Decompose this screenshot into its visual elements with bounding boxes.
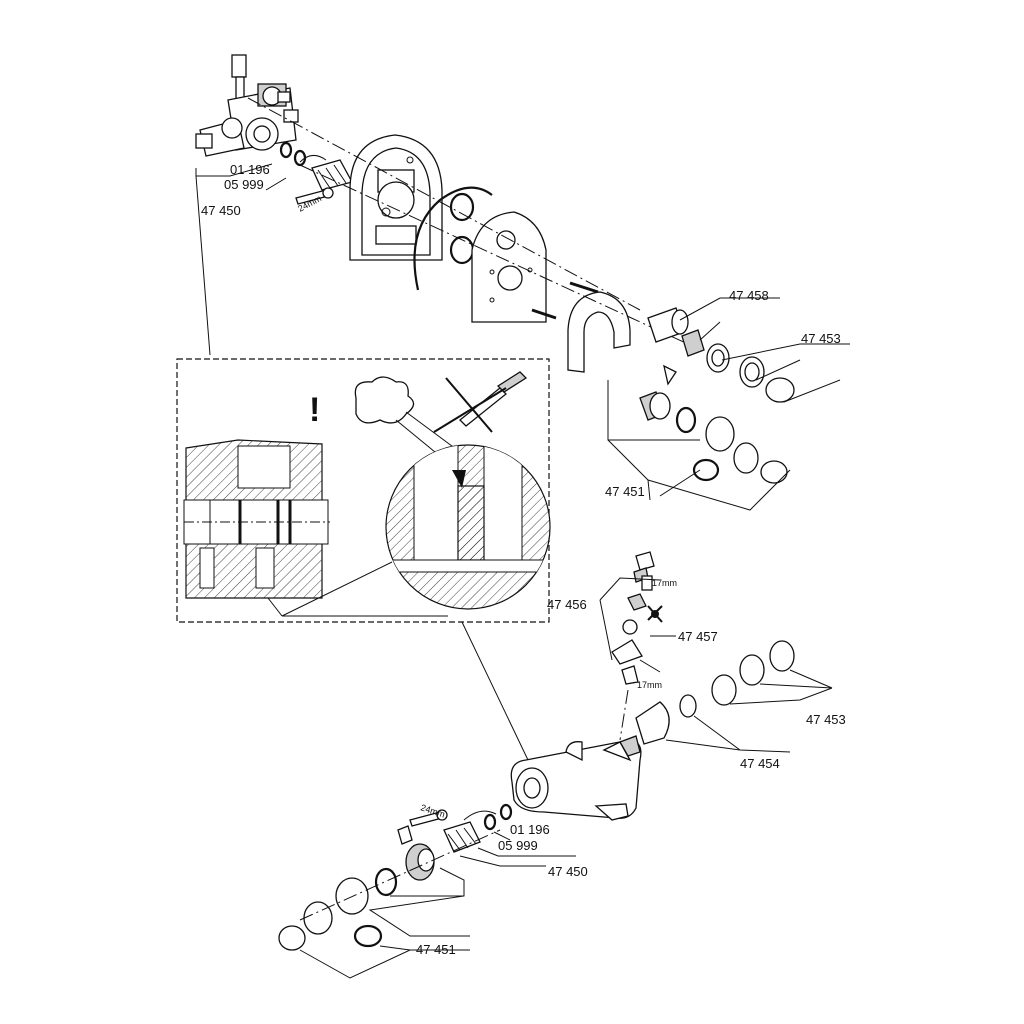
- mounting-plate: [349, 134, 443, 261]
- wall-sleeve: [567, 291, 631, 373]
- label-47458: 47 458: [729, 288, 769, 303]
- label-17mm-a: 17mm: [652, 578, 677, 588]
- top-o-rings: [279, 141, 307, 167]
- bottom-handle-set: [278, 825, 435, 951]
- concealed-valve-body: [195, 54, 299, 157]
- label-47451-top: 47 451: [605, 484, 645, 499]
- warning-detail-box: !: [176, 358, 551, 623]
- sealing-cord: [413, 186, 493, 291]
- no-screwdriver-icon: [433, 371, 528, 433]
- cloth-hand-icon: [354, 376, 461, 467]
- stop-marker-icon: [647, 605, 663, 623]
- top-thermostatic-cartridge: [299, 155, 353, 191]
- magnified-detail-circle: [385, 444, 551, 610]
- label-47457: 47 457: [678, 629, 718, 644]
- warning-exclamation-icon: !: [309, 391, 320, 429]
- escutcheon-plate: [471, 211, 547, 323]
- label-05999-top: 05 999: [224, 177, 264, 192]
- bath-mixer-body: [510, 689, 642, 821]
- label-47450-top: 47 450: [201, 203, 241, 218]
- label-47456: 47 456: [547, 597, 587, 612]
- label-47453-top: 47 453: [801, 331, 841, 346]
- label-05999-bottom: 05 999: [498, 838, 538, 853]
- label-47454: 47 454: [740, 756, 780, 771]
- lower-right-handle-set: [635, 640, 795, 745]
- mid-o-rings: [449, 192, 475, 265]
- label-17mm-b: 17mm: [637, 680, 662, 690]
- bottom-thermostatic-cartridge: [443, 810, 497, 853]
- bottom-o-rings: [483, 803, 513, 831]
- upper-handle-set: [639, 364, 788, 484]
- upper-extension-set: [647, 307, 795, 403]
- label-01196-bottom: 01 196: [510, 822, 550, 837]
- valve-cross-section: [183, 439, 330, 599]
- bottom-wrench-icon: [409, 809, 448, 827]
- label-47453-mid: 47 453: [806, 712, 846, 727]
- temperature-stop-set: [611, 551, 655, 685]
- screws: [531, 281, 599, 320]
- label-47450-bottom: 47 450: [548, 864, 588, 879]
- top-wrench-icon: [295, 187, 334, 205]
